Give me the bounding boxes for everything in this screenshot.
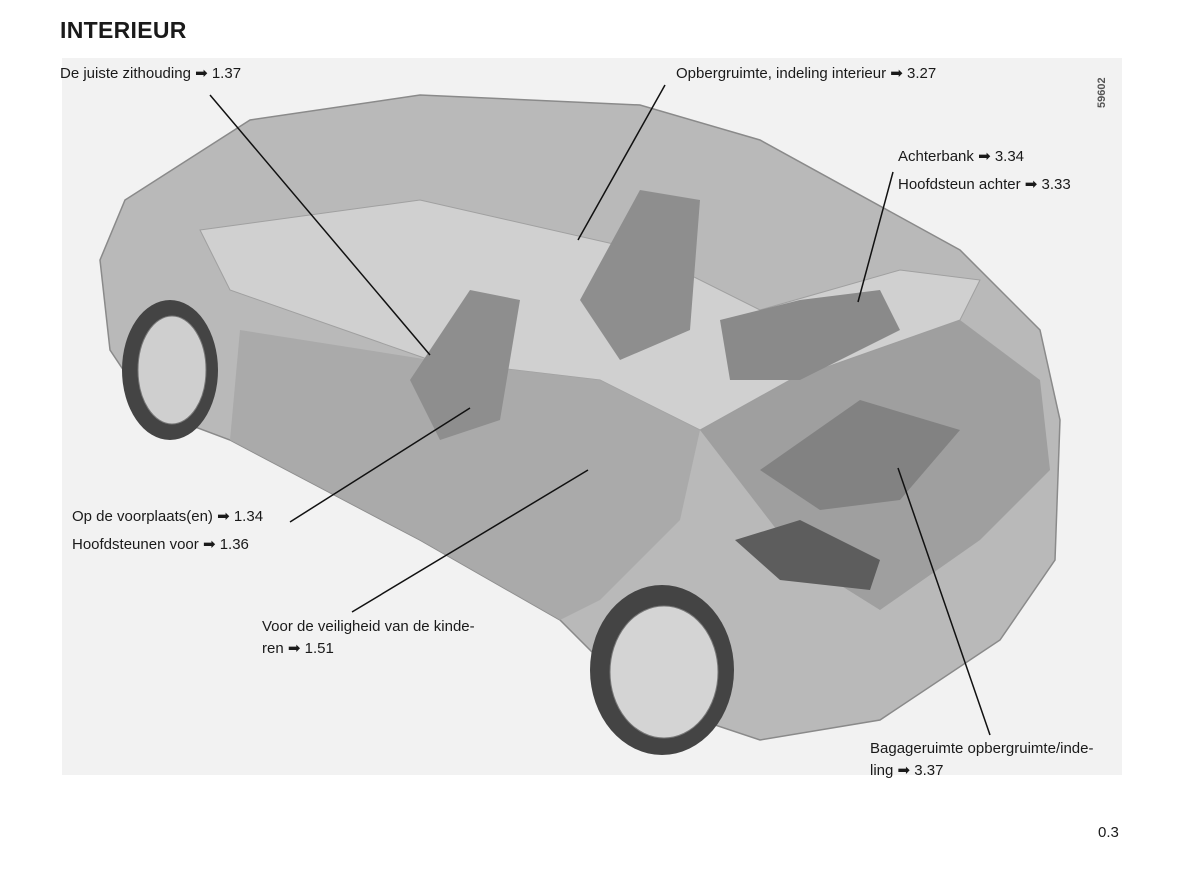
leader-lines	[209, 84, 991, 736]
trunk-floor	[760, 400, 960, 510]
label-luggage: Bagageruimte opbergruimte/inde- ling ➡ 3…	[870, 740, 1094, 779]
page-number: 0.3	[1098, 824, 1119, 841]
label-storage-interior: Opbergruimte, indeling interieur ➡ 3.27	[676, 65, 937, 82]
label-seating: De juiste zithouding ➡ 1.37	[60, 65, 242, 82]
taillight	[735, 520, 880, 590]
label-rear-headrest: Hoofdsteun achter ➡ 3.33	[898, 176, 1071, 193]
car-side	[230, 330, 700, 620]
label-front-headrests: Hoofdsteunen voor ➡ 1.36	[72, 536, 249, 553]
label-child-safety: Voor de veiligheid van de kinde- ren ➡ 1…	[262, 618, 475, 657]
figure-number: 59602	[1096, 77, 1108, 108]
seat-front	[410, 290, 520, 440]
page-title: INTERIEUR	[60, 17, 187, 43]
seat-rear	[720, 290, 900, 380]
label-front-seats: Op de voorplaats(en) ➡ 1.34	[72, 508, 264, 525]
seat-front-2	[580, 190, 700, 360]
label-rear-bench: Achterbank ➡ 3.34	[898, 148, 1025, 165]
